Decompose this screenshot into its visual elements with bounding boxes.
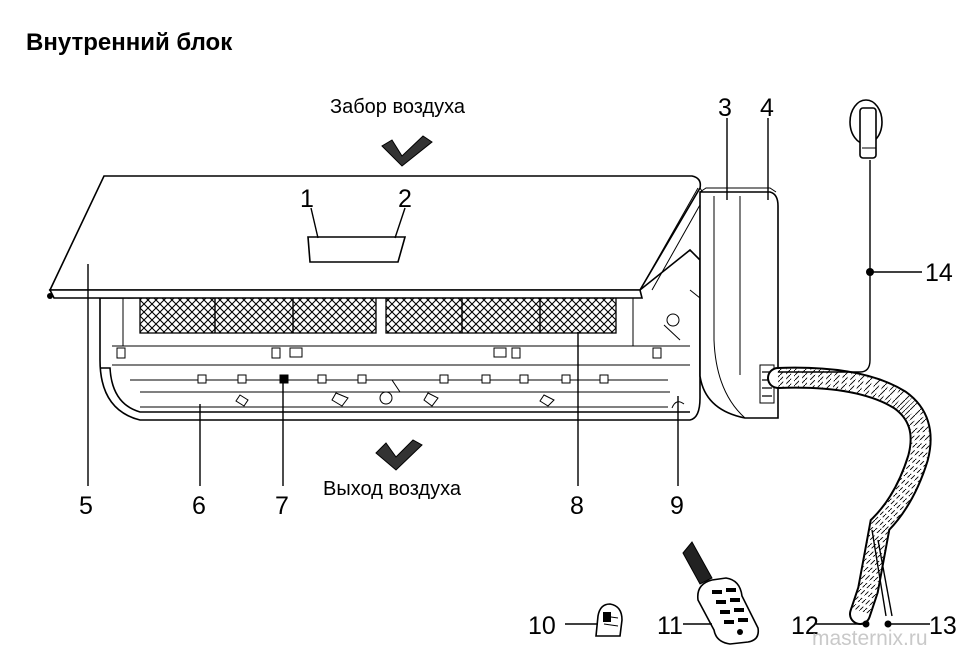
refrigerant-pipes	[767, 366, 932, 625]
side-cover	[671, 187, 779, 419]
label-6: 6	[192, 492, 206, 520]
power-cord	[778, 99, 883, 373]
front-panel	[47, 175, 706, 299]
indoor-unit	[47, 175, 779, 421]
air-filter	[139, 294, 617, 334]
air-outlet-arrow-icon	[375, 439, 423, 471]
label-2: 2	[398, 185, 412, 213]
label-8: 8	[570, 492, 584, 520]
label-4: 4	[760, 94, 774, 122]
label-3: 3	[718, 94, 732, 122]
label-7: 7	[275, 492, 289, 520]
air-outlet-caption: Выход воздуха	[323, 478, 462, 500]
diagram-title: Внутренний блок	[26, 29, 233, 56]
remote-control	[682, 541, 760, 645]
label-11: 11	[657, 612, 683, 640]
remote-holder-icon	[595, 603, 623, 637]
label-9: 9	[670, 492, 684, 520]
label-5: 5	[79, 492, 93, 520]
label-12: 12	[791, 612, 819, 640]
leader-lines	[87, 118, 930, 628]
air-intake-caption: Забор воздуха	[330, 96, 466, 118]
watermark: masternix.ru	[812, 627, 928, 650]
plug-icon	[849, 99, 883, 159]
label-10: 10	[528, 612, 556, 640]
display-window	[307, 236, 407, 263]
label-13: 13	[929, 612, 957, 640]
label-1: 1	[300, 185, 314, 213]
air-intake-arrow-icon	[381, 135, 433, 167]
label-14: 14	[925, 259, 953, 287]
